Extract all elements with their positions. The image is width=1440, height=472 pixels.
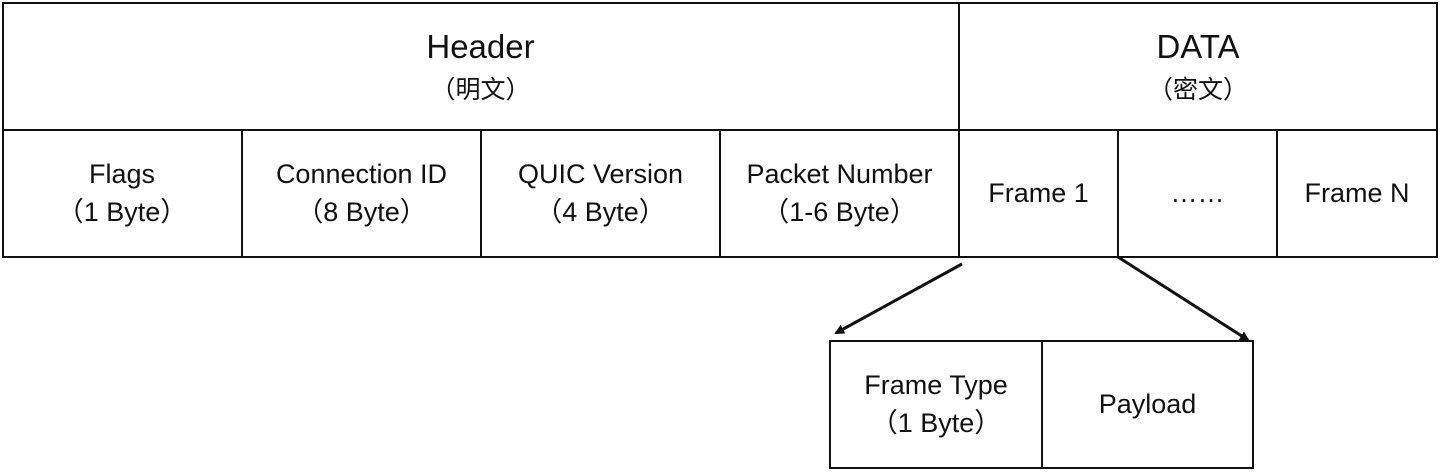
- field-divider: [719, 130, 721, 257]
- field-packet-number: Packet Number （1-6 Byte）: [720, 130, 959, 257]
- header-title: Header: [426, 28, 535, 66]
- field-divider: [480, 130, 482, 257]
- field-connection-id: Connection ID （8 Byte）: [242, 130, 481, 257]
- field-quic-version: QUIC Version （4 Byte）: [481, 130, 720, 257]
- field-size: （4 Byte）: [535, 196, 666, 227]
- frame-type-size: （1 Byte）: [870, 407, 1002, 438]
- table-border-left: [2, 2, 4, 258]
- data-cell: DATA （密文）: [959, 2, 1437, 130]
- arrow-left: [834, 262, 963, 335]
- payload-label: Payload: [1098, 388, 1197, 419]
- frame-ellipsis: ……: [1118, 130, 1277, 257]
- field-name: Packet Number: [746, 158, 933, 189]
- detail-divider: [1041, 340, 1043, 469]
- data-subtitle: （密文）: [1147, 75, 1248, 104]
- payload-cell: Payload: [1042, 341, 1253, 468]
- header-subtitle: （明文）: [430, 75, 531, 104]
- frame-type-cell: Frame Type （1 Byte）: [830, 341, 1042, 468]
- table-border-top: [2, 2, 1438, 4]
- table-border-bottom: [2, 256, 1438, 258]
- field-name: QUIC Version: [517, 158, 684, 189]
- frame-label: ……: [1170, 177, 1225, 208]
- field-name: Flags: [88, 158, 156, 189]
- field-size: （1 Byte）: [56, 196, 188, 227]
- frame-divider: [1276, 130, 1278, 257]
- field-size: （1-6 Byte）: [762, 196, 917, 227]
- frame-label: Frame N: [1304, 177, 1410, 208]
- frame-type-name: Frame Type: [864, 369, 1008, 400]
- frame-1: Frame 1: [959, 130, 1118, 257]
- frame-divider: [1117, 130, 1119, 257]
- detail-border-right: [1252, 340, 1254, 469]
- frame-label: Frame 1: [988, 177, 1089, 208]
- data-title: DATA: [1156, 28, 1240, 66]
- field-divider: [241, 130, 243, 257]
- header-cell: Header （明文）: [2, 2, 959, 130]
- field-name: Connection ID: [275, 158, 448, 189]
- arrow-right: [1117, 255, 1250, 342]
- frame-n: Frame N: [1277, 130, 1437, 257]
- field-size: （8 Byte）: [296, 196, 427, 227]
- field-flags: Flags （1 Byte）: [2, 130, 242, 257]
- detail-border-left: [829, 340, 831, 469]
- table-border-right: [1436, 2, 1438, 258]
- header-data-divider: [958, 2, 960, 258]
